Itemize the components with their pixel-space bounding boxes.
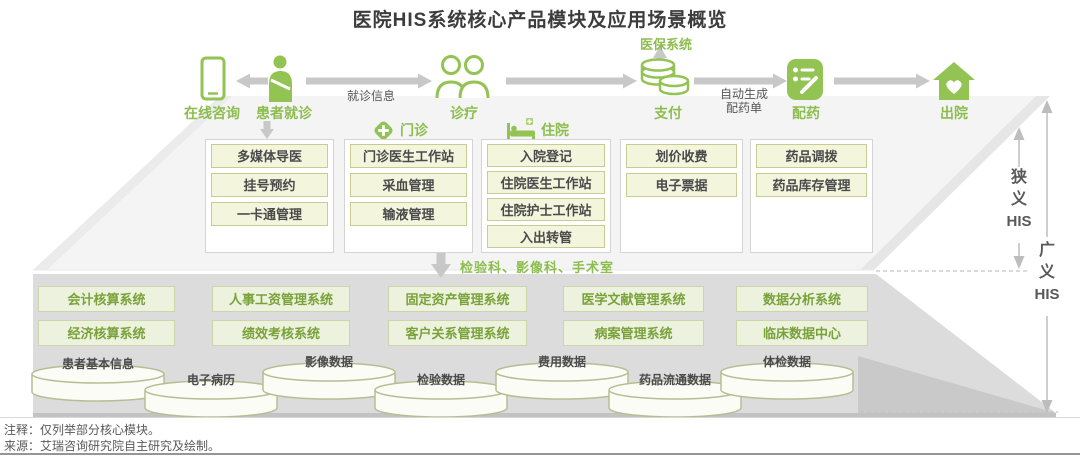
module-group-outpatient: 门诊医生工作站 采血管理 输液管理	[344, 139, 473, 253]
flow-label-patient: 患者就诊	[256, 105, 312, 121]
footer-note: 注释：仅列举部分核心模块。	[4, 423, 161, 437]
edge-label-auto-dispense: 自动生成 配药单	[719, 87, 768, 115]
departments-down-arrowhead	[431, 264, 451, 278]
system-box: 医学文献管理系统	[563, 286, 704, 312]
system-box: 经济核算系统	[38, 320, 175, 346]
module-item: 电子票据	[626, 173, 737, 197]
module-item: 输液管理	[350, 202, 467, 226]
module-item: 划价收费	[626, 144, 737, 168]
database-label: 药品流通数据	[638, 373, 711, 387]
module-item: 药品调拨	[756, 144, 867, 168]
coins-icon	[640, 57, 692, 99]
system-box: 病案管理系统	[563, 320, 704, 346]
module-item: 住院医生工作站	[487, 171, 605, 194]
module-item: 采血管理	[350, 173, 467, 197]
database-label: 检验数据	[416, 373, 465, 387]
footer-source: 来源：艾瑞咨询研究院自主研究及绘制。	[4, 439, 221, 453]
patient-icon	[264, 55, 298, 102]
system-box: 绩效考核系统	[212, 320, 350, 346]
patient-down-arrowhead	[260, 129, 274, 139]
phone-icon	[200, 56, 226, 101]
module-item: 多媒体导医	[211, 144, 328, 168]
footer-divider-bottom	[0, 453, 1080, 455]
insurance-system-label: 医保系统	[639, 37, 692, 52]
database-cylinder: 费用数据	[494, 354, 630, 402]
group-header-label: 住院	[541, 122, 569, 138]
upper-platform-right-bevel	[860, 96, 1050, 270]
flow-arrowheads	[236, 46, 930, 89]
database-cylinder: 患者基本信息	[30, 356, 166, 404]
module-item: 门诊医生工作站	[350, 144, 467, 168]
data-slab-front-edge	[33, 413, 1056, 417]
module-group-inpatient: 入院登记 住院医生工作站 住院护士工作站 入出转管	[481, 139, 611, 253]
broad-scope-arrowheads	[1041, 100, 1053, 413]
database-cylinder: 体检数据	[719, 354, 855, 402]
flow-label-payment: 支付	[654, 105, 682, 121]
inpatient-bed-icon	[506, 118, 536, 142]
broad-his-label: 广 义 HIS	[1034, 242, 1060, 303]
page-title: 医院HIS系统核心产品模块及应用场景概览	[352, 10, 728, 31]
module-item: 住院护士工作站	[487, 198, 605, 221]
module-item: 挂号预约	[211, 173, 328, 197]
module-item: 药品库存管理	[756, 173, 867, 197]
data-slab-corner-face	[858, 356, 1056, 413]
group-header-label: 门诊	[400, 122, 428, 138]
departments-label: 检验科、影像科、手术室	[460, 260, 615, 275]
database-label: 费用数据	[537, 355, 586, 369]
module-group-pharmacy: 药品调拨 药品库存管理	[750, 139, 873, 253]
flow-label-dispensing: 配药	[792, 105, 820, 121]
database-cylinder: 电子病历	[143, 372, 279, 420]
doctors-icon	[434, 53, 492, 99]
database-cylinder: 影像数据	[261, 354, 397, 402]
database-label: 电子病历	[186, 373, 235, 387]
cylinder-shape	[31, 364, 165, 402]
group-header-inpatient: 住院	[506, 118, 569, 142]
module-group-billing: 划价收费 电子票据	[620, 139, 743, 253]
system-box: 会计核算系统	[38, 286, 175, 312]
flow-label-treatment: 诊疗	[450, 105, 478, 121]
edge-label-visit-info: 就诊信息	[346, 89, 395, 103]
database-cylinder: 检验数据	[373, 372, 509, 420]
narrow-his-label: 狭 义 HIS	[1006, 169, 1032, 230]
flow-label-discharge: 出院	[940, 105, 968, 121]
module-item: 一卡通管理	[211, 202, 328, 226]
system-box: 临床数据中心	[736, 320, 868, 346]
prescription-icon	[786, 58, 824, 101]
group-header-outpatient: 门诊	[372, 118, 428, 142]
system-box: 人事工资管理系统	[212, 286, 350, 312]
system-box: 客户关系管理系统	[388, 320, 527, 346]
database-label: 体检数据	[762, 355, 811, 369]
database-label: 患者基本信息	[61, 357, 134, 371]
upper-platform-left-bevel	[33, 96, 232, 270]
system-box: 数据分析系统	[736, 286, 868, 312]
database-cylinder: 药品流通数据	[607, 372, 743, 420]
database-label: 影像数据	[304, 355, 353, 369]
footer-divider-top	[0, 417, 1080, 418]
module-item: 入院登记	[487, 144, 605, 167]
module-group-reception: 多媒体导医 挂号预约 一卡通管理	[205, 139, 334, 253]
outpatient-cross-icon	[372, 119, 395, 142]
flow-label-online: 在线咨询	[184, 105, 240, 121]
narrow-scope-arrowheads	[1013, 127, 1025, 269]
system-box: 固定资产管理系统	[388, 286, 527, 312]
module-item: 入出转管	[487, 225, 605, 248]
home-heart-icon	[932, 61, 976, 101]
